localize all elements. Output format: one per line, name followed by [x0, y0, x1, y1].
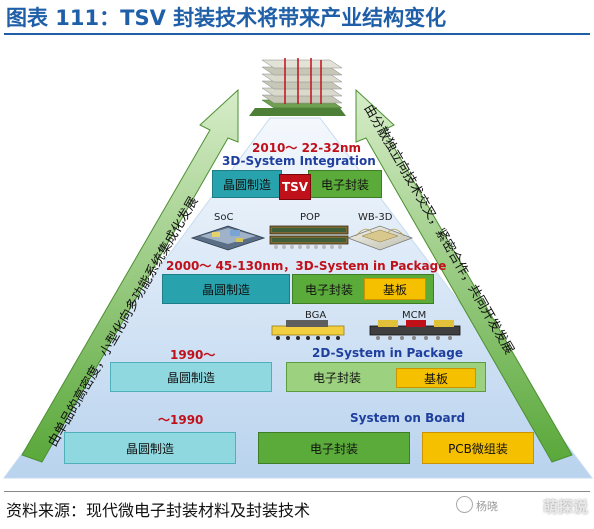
source-divider	[4, 491, 590, 492]
left-arrow	[21, 88, 239, 463]
third-tier-wafer-box: 晶圆制造	[162, 274, 290, 304]
top-tier-wafer-box: 晶圆制造	[212, 170, 282, 198]
wb3d-label: WB-3D	[358, 212, 393, 223]
second-tier-package-label: 电子封装	[313, 370, 362, 385]
bottom-tier-wafer-box: 晶圆制造	[64, 432, 236, 464]
soc-label: SoC	[214, 212, 234, 223]
second-tier-year: 1990～	[170, 348, 216, 362]
bottom-tier-year: ～1990	[158, 413, 204, 427]
mcm-chip	[369, 320, 461, 340]
bottom-tier-substrate-box: PCB微组装	[422, 432, 534, 464]
source-text: 资料来源：现代微电子封装材料及封装技术	[6, 501, 311, 520]
top-tier-year: 2010～ 22-32nm	[252, 141, 362, 155]
pop-chip	[269, 225, 349, 249]
watermark-account: 杨晓	[476, 500, 498, 513]
bottom-tier-title: System on Board	[350, 411, 466, 425]
tsv-box: TSV	[279, 174, 311, 200]
watermark-logo: 萌探说	[542, 498, 588, 516]
third-tier-substrate-box: 基板	[364, 278, 426, 300]
third-tier-package-label: 电子封装	[305, 282, 354, 297]
bottom-tier-package-box: 电子封装	[258, 432, 410, 464]
page-title: 图表 111：TSV 封装技术将带来产业结构变化	[6, 6, 447, 30]
second-tier-substrate-box: 基板	[396, 368, 476, 388]
right-arrow	[355, 88, 573, 463]
mcm-label: MCM	[402, 310, 427, 321]
pop-label: POP	[300, 212, 320, 223]
title-divider	[4, 33, 590, 35]
second-tier-wafer-box: 晶圆制造	[110, 362, 272, 392]
tsv-stack-chip	[249, 58, 346, 116]
bga-chip	[271, 320, 345, 340]
top-tier-package-box: 电子封装	[308, 170, 382, 198]
wb3d-chip	[346, 225, 414, 251]
third-tier-title: 2000～ 45-130nm，3D-System in Package	[166, 259, 447, 273]
bga-label: BGA	[305, 310, 327, 321]
soc-chip	[190, 225, 266, 251]
top-tier-title: 3D-System Integration	[222, 154, 376, 168]
wechat-logo-icon	[456, 496, 473, 513]
second-tier-title: 2D-System in Package	[312, 346, 464, 360]
